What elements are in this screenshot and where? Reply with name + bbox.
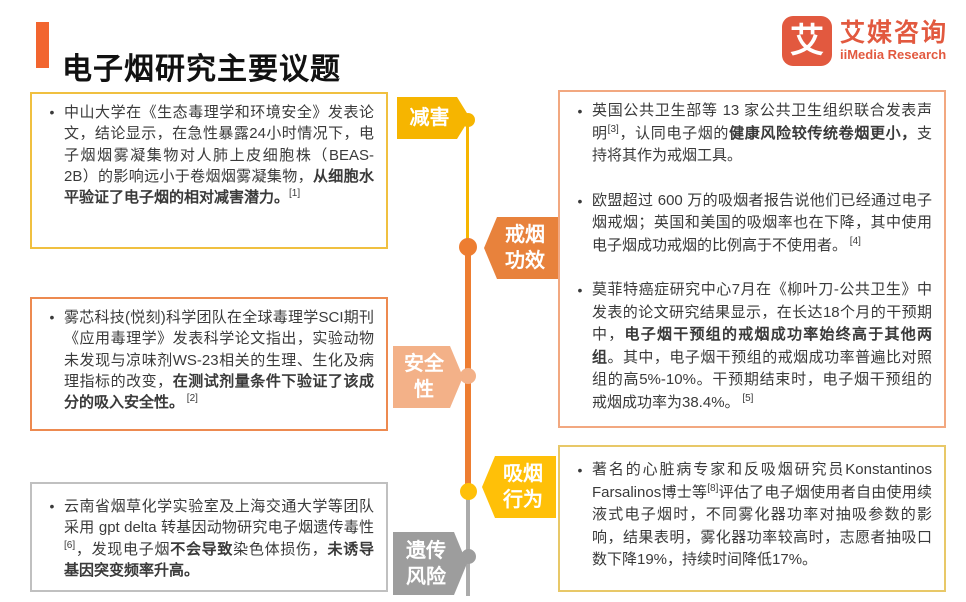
bullet-text: 中山大学在《生态毒理学和环境安全》发表论文，结论显示，在急性暴露24小时情况下，… [64,104,374,207]
timeline-segment-gray [466,491,470,596]
timeline-label-harm-reduction: 减害 [397,97,470,139]
bullet-item: • 欧盟超过 600 万的吸烟者报告说他们已经通过电子烟戒烟；英国和美国的吸烟率… [568,190,932,258]
title-accent-bar [36,22,49,68]
timeline-label-cessation: 戒烟 功效 [484,217,558,279]
bullet-marker: • [577,103,583,119]
timeline-node-cessation [459,238,477,256]
bullet-marker: • [577,462,583,478]
bullet-text: 欧盟超过 600 万的吸烟者报告说他们已经通过电子烟戒烟；英国和美国的吸烟率也在… [592,191,932,254]
bullet-item: • 莫菲特癌症研究中心7月在《柳叶刀-公共卫生》中发表的论文研究结果显示，在长达… [568,279,932,414]
bullet-item: • 英国公共卫生部等 13 家公共卫生组织联合发表声明[3]，认同电子烟的健康风… [568,100,932,168]
bullet-item: • 云南省烟草化学实验室及上海交通大学等团队采用 gpt delta 转基因动物… [40,496,374,581]
box-genetic-risk: • 云南省烟草化学实验室及上海交通大学等团队采用 gpt delta 转基因动物… [30,482,388,592]
timeline-segment-yellow [466,120,469,247]
bullet-text: 云南省烟草化学实验室及上海交通大学等团队采用 gpt delta 转基因动物研究… [64,498,374,579]
logo-name-cn: 艾媒咨询 [839,19,948,48]
logo-text: 艾媒咨询 iiMedia Research [840,20,948,62]
timeline-label-genetic-risk: 遗传 风险 [393,532,467,595]
bullet-text: 雾芯科技(悦刻)科学团队在全球毒理学SCI期刊《应用毒理学》发表科学论文指出，实… [64,309,374,412]
bullet-item: • 中山大学在《生态毒理学和环境安全》发表论文，结论显示，在急性暴露24小时情况… [40,102,374,208]
timeline-node-smoking-behavior [460,483,477,500]
logo-name-en: iiMedia Research [839,46,947,62]
bullet-marker: • [577,282,583,298]
bullet-item: • 著名的心脏病专家和反吸烟研究员Konstantinos Farsalinos… [568,459,932,572]
bullet-item: • 雾芯科技(悦刻)科学团队在全球毒理学SCI期刊《应用毒理学》发表科学论文指出… [40,307,374,413]
iimedia-logo-icon: 艾 [781,16,832,66]
bullet-text: 莫菲特癌症研究中心7月在《柳叶刀-公共卫生》中发表的论文研究结果显示，在长达18… [592,281,932,411]
page-title: 电子烟研究主要议题 [62,53,341,87]
timeline-label-smoking-behavior: 吸烟 行为 [482,456,556,518]
box-safety: • 雾芯科技(悦刻)科学团队在全球毒理学SCI期刊《应用毒理学》发表科学论文指出… [30,297,388,431]
bullet-marker: • [49,104,55,120]
box-harm-reduction: • 中山大学在《生态毒理学和环境安全》发表论文，结论显示，在急性暴露24小时情况… [30,92,388,249]
box-smoking-behavior: • 著名的心脏病专家和反吸烟研究员Konstantinos Farsalinos… [558,445,946,592]
timeline-label-safety: 安全 性 [393,346,463,408]
bullet-marker: • [49,498,55,514]
bullet-marker: • [49,309,55,325]
bullet-text: 著名的心脏病专家和反吸烟研究员Konstantinos Farsalinos博士… [592,461,932,568]
box-cessation-efficacy: • 英国公共卫生部等 13 家公共卫生组织联合发表声明[3]，认同电子烟的健康风… [558,90,946,428]
bullet-marker: • [577,192,583,209]
iimedia-logo: 艾 艾媒咨询 iiMedia Research [781,16,948,66]
bullet-text: 英国公共卫生部等 13 家公共卫生组织联合发表声明[3]，认同电子烟的健康风险较… [592,102,932,164]
timeline-node-safety [460,368,476,384]
